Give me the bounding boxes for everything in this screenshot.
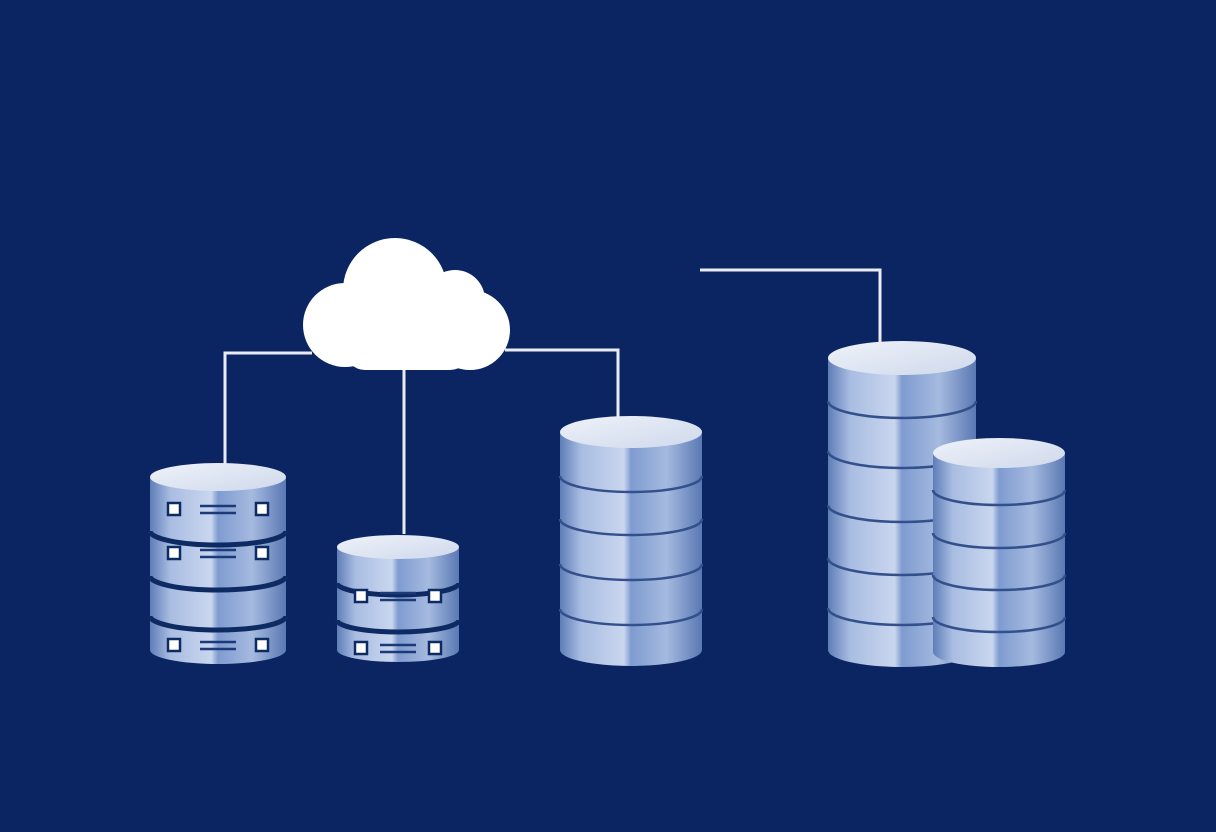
status-light-icon [353,640,369,656]
cylinder-band [334,582,462,598]
status-light-icon [254,637,270,653]
server-slot [353,588,443,604]
cloud-icon [303,238,510,370]
status-light-icon [166,545,182,561]
status-light-icon [166,501,182,517]
cylinder-band [147,575,289,593]
connector-lines [223,268,882,534]
connector-cloud-to-server-1 [223,351,312,465]
server-slot [166,545,270,561]
cylinder-band [147,530,289,548]
cylinder-band [558,518,704,537]
server-slot [166,501,270,517]
cylinder-band [147,615,289,633]
cylinder-band [334,619,462,635]
server-slot [353,640,443,656]
cylinder-band [558,608,704,627]
cylinder-band [931,616,1067,634]
status-light-icon [427,588,443,604]
cylinder-band [826,400,978,420]
status-light-icon [166,637,182,653]
cylinder-band [931,532,1067,550]
server-database-2 [334,535,462,662]
cylinder-band [558,563,704,582]
status-light-icon [353,588,369,604]
cylinder-band [931,489,1067,507]
connector-to-database-2 [700,268,882,344]
cylinder-band [558,475,704,494]
status-light-icon [427,640,443,656]
connector-cloud-to-database-1 [505,348,620,418]
database-cylinder-3 [931,438,1067,667]
cylinder-band [931,574,1067,592]
server-slot [166,637,270,653]
status-light-icon [254,545,270,561]
server-database-1 [147,463,289,664]
status-light-icon [254,501,270,517]
database-cylinder-1 [558,416,704,666]
